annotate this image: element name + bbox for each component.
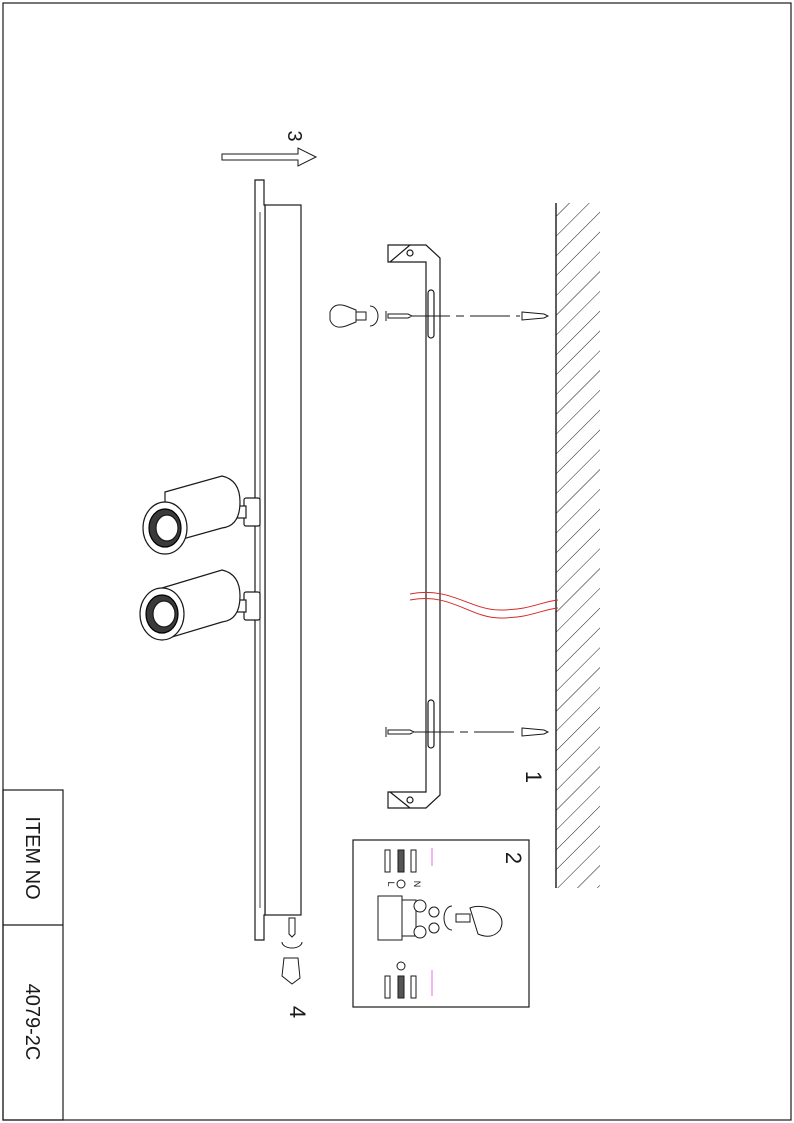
supply-wires (384, 848, 433, 873)
terminal-screw-3 (428, 906, 440, 918)
screwdriver-hand-icon-2 (443, 905, 503, 937)
mains-cable (409, 591, 559, 619)
earth-symbol-icon-2 (396, 961, 406, 971)
top-fixing (329, 304, 550, 328)
screwdriver-hand-icon-3 (281, 957, 301, 985)
wall-plug-icon-2 (521, 727, 550, 737)
bottom-fixing (385, 727, 550, 737)
item-no-label: ITEM NO (21, 816, 43, 899)
terminal-block (377, 895, 440, 941)
step3-label: 3 (283, 130, 305, 141)
spotlight-2 (139, 569, 247, 641)
step3-arrow: 3 (221, 130, 318, 167)
step4-label: 4 (285, 1006, 310, 1018)
terminal-screw-2 (413, 925, 427, 939)
wall (555, 203, 600, 888)
mounting-bracket (387, 244, 441, 809)
wiring-inset: 2 L N (352, 839, 530, 1008)
item-no-value: 4079-2C (21, 984, 43, 1061)
screw-icon-2 (387, 729, 416, 735)
terminal-screw-1 (413, 899, 427, 913)
step1-label: 1 (521, 771, 546, 783)
fixture-wires (384, 961, 433, 999)
light-fixture (243, 179, 302, 941)
bracket-hole-top (406, 249, 414, 257)
terminal-screw-4 (428, 922, 440, 934)
terminal-neutral-label: N (412, 881, 422, 888)
step2-label: 2 (501, 852, 526, 864)
title-block: ITEM NO 4079-2C (2, 789, 64, 1121)
spotlight-1 (142, 475, 247, 555)
screwdriver-hand-icon (329, 304, 379, 328)
bracket-hole-bottom (406, 796, 414, 804)
step4-fixing (281, 917, 303, 985)
bracket-slot-top (427, 289, 435, 339)
screw-icon (387, 313, 414, 319)
screw-icon-3 (288, 917, 296, 938)
bracket-slot-bottom (427, 699, 435, 749)
fixture-back-plate (264, 204, 302, 916)
earth-symbol-icon (396, 879, 406, 889)
wall-plug-icon (521, 311, 550, 321)
terminal-live-label: L (386, 881, 396, 886)
